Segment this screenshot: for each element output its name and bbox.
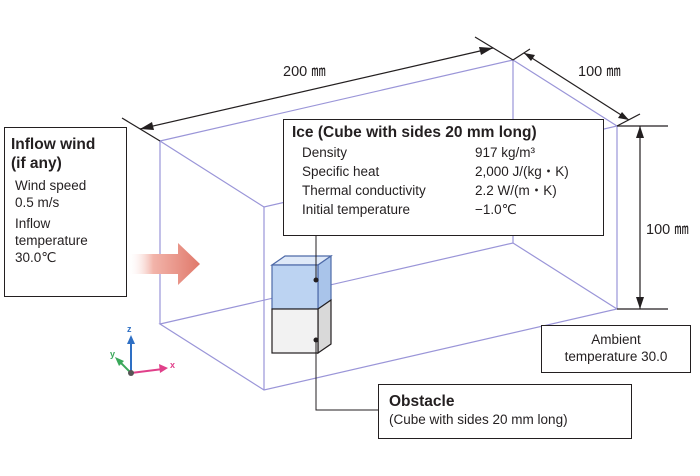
obstacle-box: Obstacle (Cube with sides 20 mm long)	[378, 384, 632, 439]
inflow-temp-label-line1: Inflow	[15, 216, 51, 231]
axis-y-label: y	[110, 349, 116, 359]
obstacle-title: Obstacle	[389, 393, 455, 410]
ice-leader-dot	[313, 277, 319, 283]
leader-lines	[315, 236, 378, 411]
density-label: Density	[302, 145, 348, 160]
thermal-conductivity-value: 2.2 W/(m・K)	[475, 183, 557, 198]
ice-property-row: Thermal conductivity 2.2 W/(m・K)	[302, 181, 569, 200]
axis-z-label: z	[127, 324, 132, 334]
inflow-title-line1: Inflow wind	[11, 136, 96, 153]
wind-speed-label: Wind speed	[15, 178, 87, 193]
inflow-temp-label-line2: temperature	[15, 233, 88, 248]
specific-heat-value: 2,000 J/(kg・K)	[475, 164, 569, 179]
specific-heat-label: Specific heat	[302, 164, 380, 179]
ice-property-row: Density 917 kg/m³	[302, 143, 569, 162]
depth-dimension-label: 100 ㎜	[578, 64, 621, 80]
density-value: 917 kg/m³	[475, 145, 536, 160]
ice-title: Ice (Cube with sides 20 mm long)	[292, 124, 537, 141]
inflow-wind-box: Inflow wind (if any) Wind speed 0.5 m/s …	[4, 127, 127, 297]
wind-speed-value: 0.5 m/s	[15, 195, 60, 210]
initial-temperature-value: −1.0℃	[475, 202, 517, 217]
thermal-conductivity-label: Thermal conductivity	[302, 183, 426, 198]
width-dimension-label: 200 ㎜	[283, 64, 326, 80]
ambient-line1: Ambient	[591, 332, 641, 347]
axis-x-label: x	[170, 360, 176, 370]
ice-properties-box: Ice (Cube with sides 20 mm long) Density…	[283, 119, 604, 236]
inflow-temp-value: 30.0℃	[15, 250, 57, 265]
height-dimension-label: 100 ㎜	[646, 222, 689, 238]
dimension-arrowheads	[140, 47, 644, 309]
obstacle-subtitle: (Cube with sides 20 mm long)	[389, 412, 568, 427]
initial-temperature-label: Initial temperature	[302, 202, 411, 217]
inflow-title-line2: (if any)	[11, 155, 62, 172]
ice-properties-table: Density 917 kg/m³ Specific heat 2,000 J/…	[302, 143, 569, 219]
inflow-arrow	[128, 243, 200, 285]
ambient-line2: temperature 30.0	[564, 349, 668, 364]
obstacle-leader-dot	[313, 337, 319, 343]
dimension-lines	[121, 36, 668, 310]
obstacle-cube	[271, 298, 332, 355]
ice-property-row: Initial temperature −1.0℃	[302, 200, 569, 219]
ice-property-row: Specific heat 2,000 J/(kg・K)	[302, 162, 569, 181]
ambient-temperature-box: Ambient temperature 30.0	[541, 325, 691, 373]
axes-triad	[115, 335, 168, 376]
ice-cube	[270, 254, 333, 311]
